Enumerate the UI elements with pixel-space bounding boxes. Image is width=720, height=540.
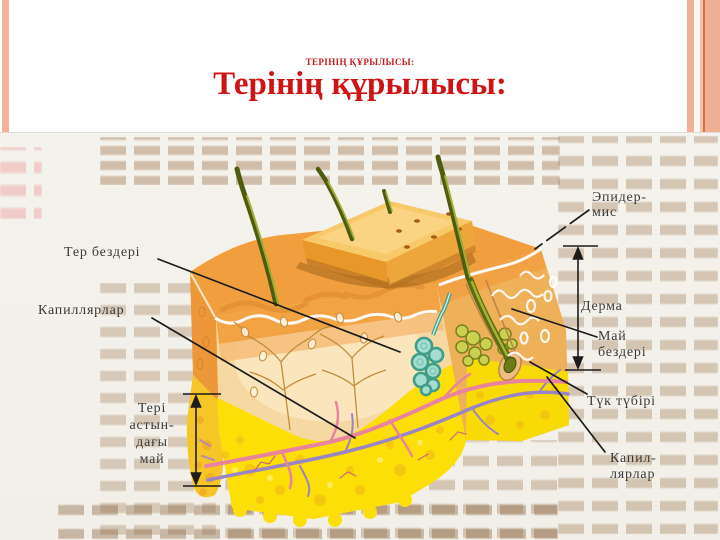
scanned-textbook-figure: Тер бездері Капиллярлар Эпидер- мис Дерм… <box>0 133 720 540</box>
bleed-through-text <box>558 136 718 534</box>
skin-top-surface <box>190 201 541 316</box>
title-block: ТЕРІНІҢ ҚҰРЫЛЫСЫ: Терінің құрылысы: <box>0 57 720 101</box>
blood-vessels <box>199 354 570 497</box>
label-hair-root: Түк түбірі <box>587 394 656 409</box>
slide-pretitle: ТЕРІНІҢ ҚҰРЫЛЫСЫ: <box>305 57 415 67</box>
label-sweat-glands: Тер бездері <box>64 245 141 260</box>
dermis-corpuscles <box>240 311 403 398</box>
right-face-gland-texture <box>491 270 558 361</box>
label-capillaries-left: Капиллярлар <box>38 303 125 318</box>
label-sebaceous-glands: Май бездері <box>598 329 647 360</box>
epidermis-plug <box>302 201 476 290</box>
slide-border-right <box>687 0 720 133</box>
subcutaneous-fat-measure-arrow <box>183 393 221 487</box>
hair-follicle <box>465 276 522 381</box>
dermis-measure-arrow <box>563 245 601 371</box>
slide-border-left <box>2 0 9 133</box>
hairs <box>234 154 471 307</box>
epidermis-boundary-line <box>190 247 542 325</box>
slide-title: Терінің құрылысы: <box>213 66 507 102</box>
skin-pores <box>396 212 462 249</box>
dermis-nerve-branches <box>233 321 387 431</box>
skin-front-face <box>216 284 467 527</box>
label-epidermis: Эпидер- мис <box>592 190 647 220</box>
bleed-through-text <box>100 137 560 185</box>
skin-cross-section-illustration <box>151 154 606 527</box>
bleed-through-text <box>0 147 42 219</box>
label-dermis: Дерма <box>581 299 623 314</box>
sweat-gland-illustration <box>410 292 452 397</box>
label-subcutaneous-fat: Тері астын- дағы май <box>129 401 175 467</box>
label-leader-lines <box>151 209 606 453</box>
label-capillaries-right: Капил- лярлар <box>610 451 657 482</box>
